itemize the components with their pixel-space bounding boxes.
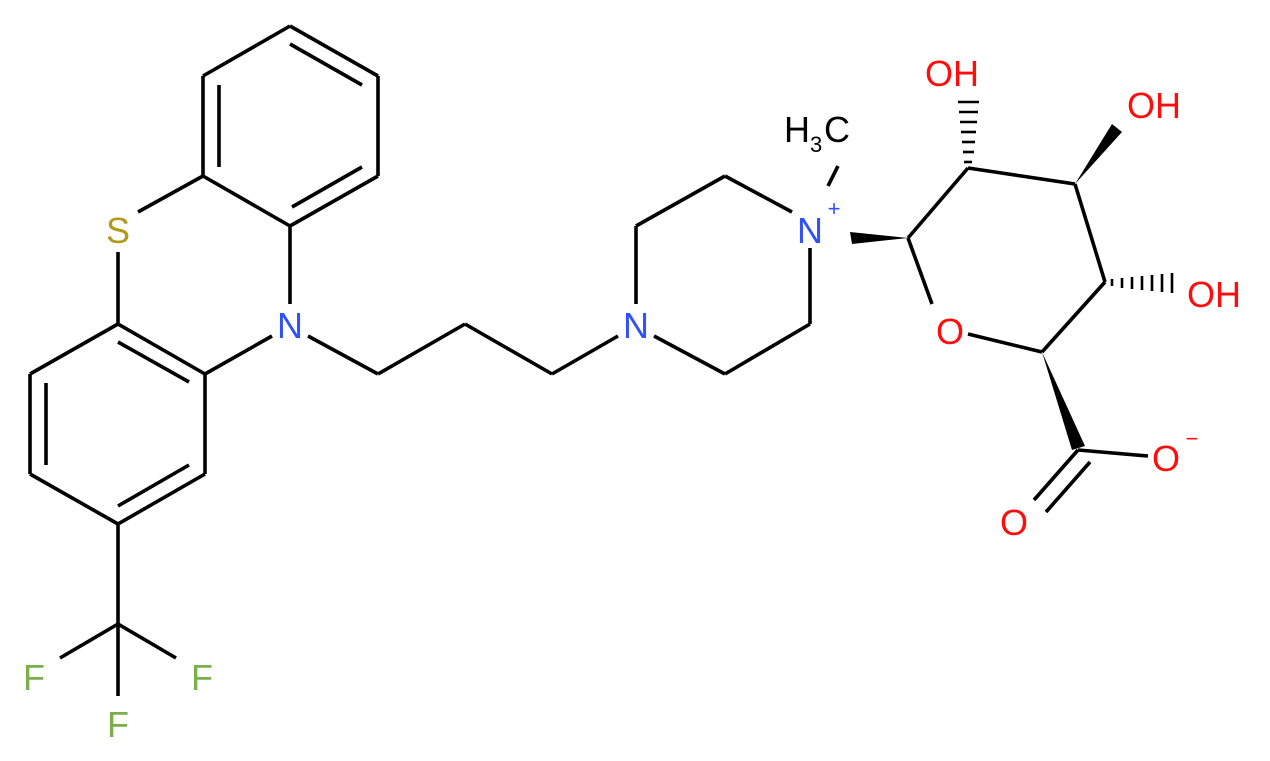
bond [289,42,363,87]
bond [1032,448,1080,502]
bond [826,165,840,187]
hydroxyl-top: OH [925,53,979,94]
bond [377,322,466,376]
bond [117,340,190,384]
bonds [28,24,1149,696]
bond [653,334,726,376]
bond [289,24,379,78]
bond [967,166,1076,186]
bond [724,322,811,376]
bond [202,174,291,228]
bond [1073,183,1107,283]
nitrogen-atom-piperazine: N [623,305,649,346]
hash-bond [1110,273,1174,293]
bond [724,174,793,214]
sulfur-atom: S [106,210,130,251]
nitrogen-atom-phenothiazine: N [277,305,303,346]
bond [967,332,1043,354]
fluorine-bottom: F [107,704,129,745]
anion-oxygen: O [1152,438,1180,479]
wedge-bond [850,232,908,244]
fluorine-left: F [23,657,45,698]
bond [117,622,177,660]
bond [117,472,206,526]
bond [1044,460,1092,514]
hydroxyl-upper-right: OH [1127,85,1181,126]
hydroxyl-right: OH [1187,274,1241,315]
atom-labels: S N N N + H 3 C O OH OH OH O O − F F F [23,53,1241,745]
wedge-bond [1042,352,1085,450]
bond [1040,280,1107,354]
bond [117,322,206,376]
methyl-h: H [784,109,810,150]
nitrogen-atom-quaternary: N [797,210,823,251]
bond [464,322,553,376]
bond [29,322,119,376]
wedge-bond [1075,124,1122,184]
bond [906,237,934,305]
bond [1077,448,1149,458]
negative-charge: − [1186,426,1199,451]
bond [289,174,379,228]
bond [202,24,291,78]
bond [307,334,379,376]
methyl-subscript: 3 [810,132,822,157]
bond [204,334,273,376]
hash-bond [958,100,979,164]
bond [906,166,970,240]
bond [29,472,119,526]
bond [291,165,363,209]
bond [59,622,119,660]
bond [117,463,190,508]
ring-oxygen: O [936,311,964,352]
carbonyl-oxygen: O [1000,502,1028,543]
fluorine-right: F [191,657,213,698]
bond [137,174,204,214]
bond [551,334,619,376]
stereo-bonds [850,100,1174,450]
positive-charge: + [828,196,841,221]
methyl-c: C [824,109,850,150]
bond [635,174,726,228]
